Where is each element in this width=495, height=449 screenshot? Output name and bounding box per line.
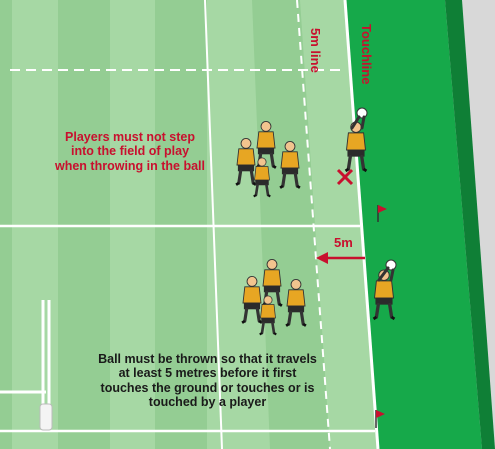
five-metre-label: 5m [334, 236, 353, 251]
five-metre-line-label: 5m line [307, 28, 322, 73]
touchline-label: Touchline [358, 24, 373, 84]
ball-note: Ball must be thrown so that it travels a… [95, 352, 320, 410]
players-note: Players must not step into the field of … [55, 130, 205, 173]
